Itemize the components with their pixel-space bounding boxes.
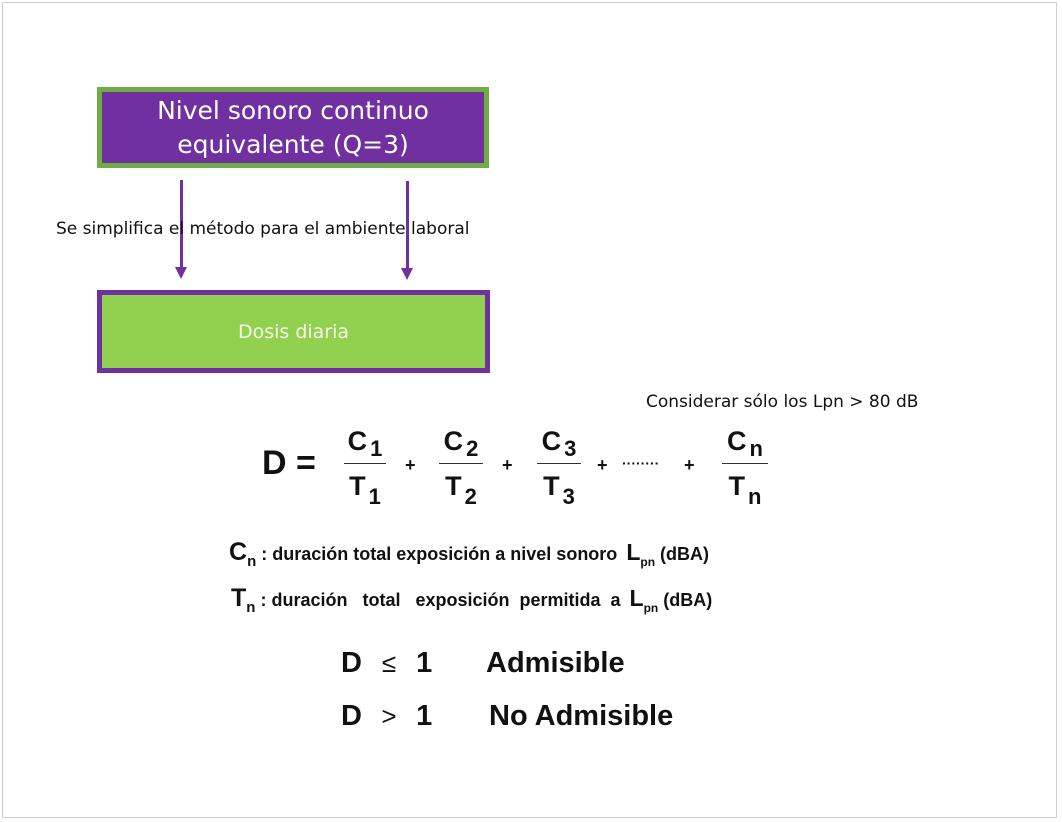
formula-lhs: D = (262, 444, 316, 482)
ellipsis: ········ (622, 455, 660, 471)
top-box-line2: equivalente (Q=3) (177, 129, 409, 159)
condition-result: No Admisible (489, 700, 674, 732)
condition-admissible: D ≤ 1 Admisible (341, 647, 625, 679)
plus-sign: + (684, 455, 695, 475)
definition-cn: Cn : duración total exposición a nivel s… (229, 538, 710, 570)
equivalent-level-box: Nivel sonoro continuo equivalente (Q=3) (97, 87, 489, 168)
arrow-left-shaft (180, 180, 183, 268)
top-box-line1: Nivel sonoro continuo (157, 95, 429, 125)
plus-sign: + (502, 455, 513, 475)
plus-sign: + (597, 455, 608, 475)
fraction-bar (537, 463, 581, 464)
fraction-bar (722, 463, 768, 464)
bottom-box-label: Dosis diaria (237, 320, 350, 343)
daily-dose-box: Dosis diaria (97, 290, 490, 373)
plus-sign: + (405, 455, 416, 475)
definition-tn: Tn : duración total exposición permitida… (231, 584, 713, 616)
fraction-bar (344, 463, 386, 464)
consider-note: Considerar sólo los Lpn > 80 dB (646, 392, 919, 412)
connector-label: Se simplifica el método para el ambiente… (56, 219, 470, 239)
fraction-bar (439, 463, 483, 464)
condition-not-admissible: D > 1 No Admisible (341, 700, 674, 732)
condition-result: Admisible (486, 647, 625, 679)
arrow-left-head (175, 267, 187, 279)
arrow-right-head (401, 268, 413, 280)
arrow-right-shaft (406, 181, 409, 269)
